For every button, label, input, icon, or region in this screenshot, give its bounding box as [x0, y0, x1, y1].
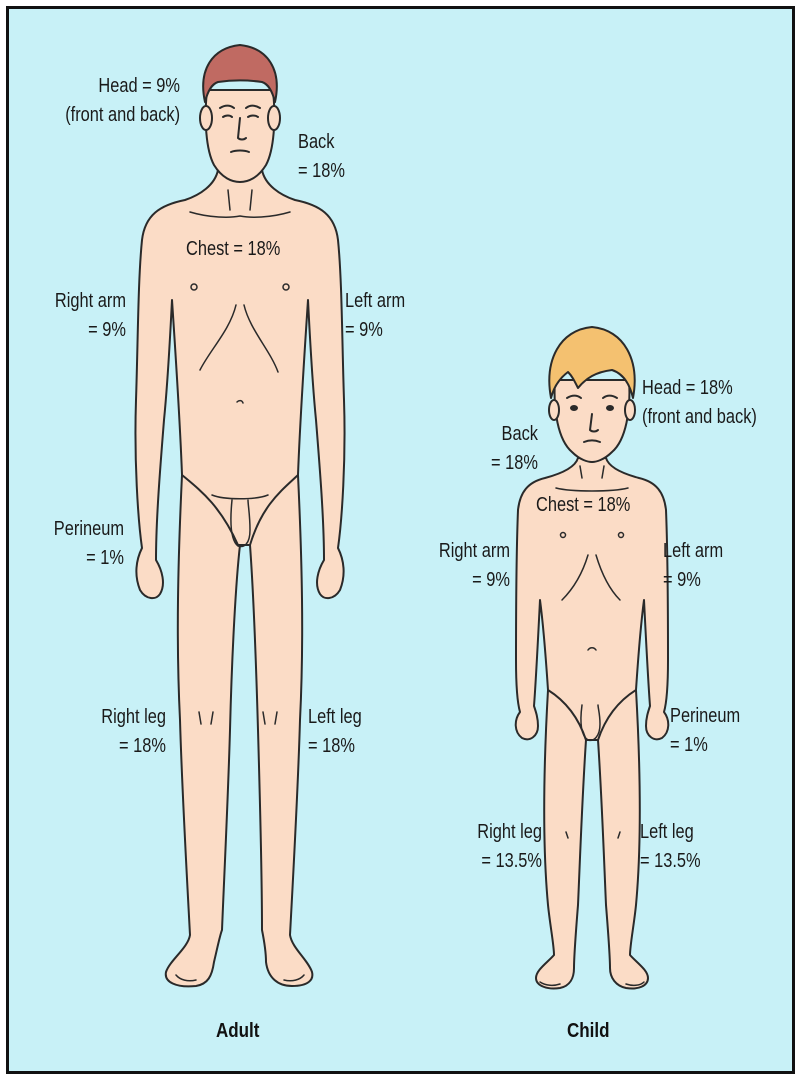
child-perineum-label: Perineum = 1%: [670, 702, 740, 760]
adult-caption: Adult: [216, 1020, 259, 1043]
adult-figure: [135, 45, 344, 986]
child-left-leg-label: Left leg = 13.5%: [640, 818, 701, 876]
adult-back-label: Back = 18%: [298, 128, 345, 186]
child-caption: Child: [567, 1020, 610, 1043]
adult-perineum-label: Perineum = 1%: [31, 515, 124, 573]
child-left-arm-label: Left arm = 9%: [663, 537, 723, 595]
adult-right-arm-label: Right arm = 9%: [31, 287, 126, 345]
adult-left-arm-label: Left arm = 9%: [345, 287, 405, 345]
adult-left-leg-label: Left leg = 18%: [308, 703, 362, 761]
child-head-label: Head = 18% (front and back): [642, 374, 757, 432]
adult-head: [206, 90, 275, 182]
adult-chest-label: Chest = 18%: [186, 235, 280, 264]
child-right-arm-label: Right arm = 9%: [420, 537, 510, 595]
child-chest-label: Chest = 18%: [536, 491, 630, 520]
child-right-leg-label: Right leg = 13.5%: [442, 818, 542, 876]
adult-right-leg-label: Right leg = 18%: [63, 703, 166, 761]
child-back-label: Back = 18%: [458, 420, 538, 478]
adult-head-label: Head = 9% (front and back): [65, 72, 180, 130]
adult-legs: [166, 475, 313, 986]
